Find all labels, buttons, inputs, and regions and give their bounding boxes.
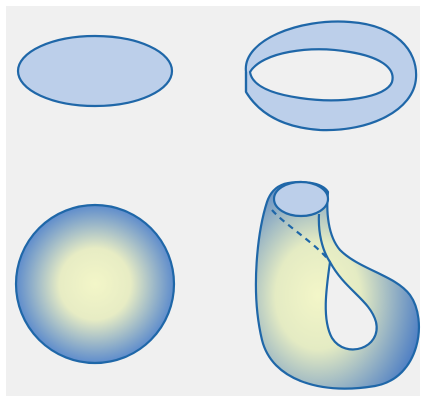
disk-shape xyxy=(18,36,172,106)
mobius-strip-shape xyxy=(246,22,416,131)
sphere-shape xyxy=(16,205,174,363)
